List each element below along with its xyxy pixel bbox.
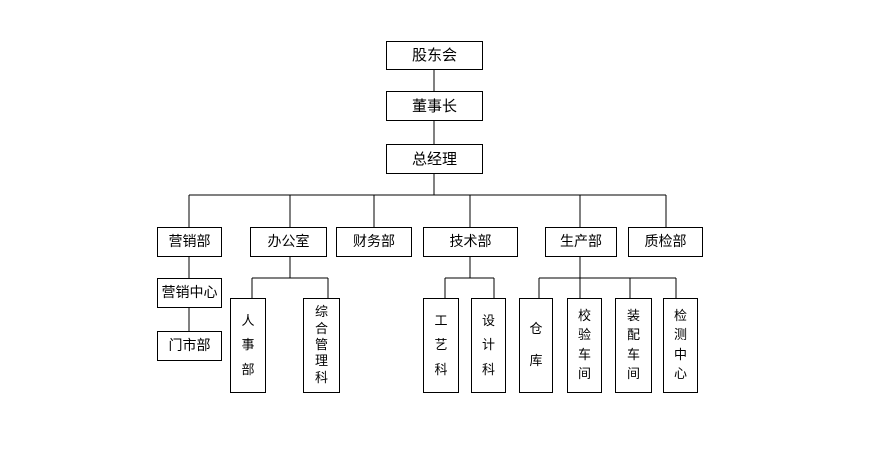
node-office: 办公室: [250, 227, 327, 257]
node-general-management-section: 综合管理科: [303, 298, 340, 393]
node-chairman: 董事长: [386, 91, 483, 121]
node-finance-dept: 财务部: [336, 227, 412, 257]
node-testing-center: 检测中心: [663, 298, 698, 393]
node-general-manager: 总经理: [386, 144, 483, 174]
node-calibration-workshop: 校验车间: [567, 298, 602, 393]
node-quality-inspection-dept: 质检部: [628, 227, 703, 257]
node-warehouse: 仓库: [519, 298, 553, 393]
node-design-section: 设计科: [471, 298, 506, 393]
node-retail-dept: 门市部: [157, 331, 222, 361]
node-marketing-dept: 营销部: [157, 227, 222, 257]
node-assembly-workshop: 装配车间: [615, 298, 652, 393]
node-marketing-center: 营销中心: [157, 278, 222, 308]
node-hr-dept: 人事部: [230, 298, 266, 393]
node-production-dept: 生产部: [545, 227, 617, 257]
node-process-section: 工艺科: [423, 298, 459, 393]
node-shareholders-meeting: 股东会: [386, 41, 483, 70]
node-technology-dept: 技术部: [423, 227, 518, 257]
